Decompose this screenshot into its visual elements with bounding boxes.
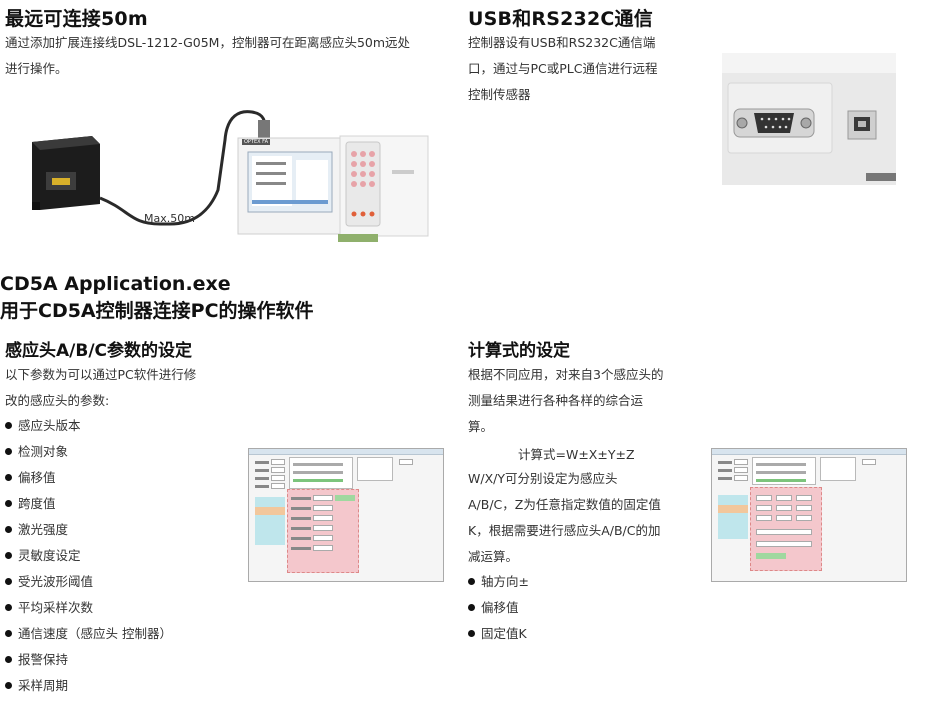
- long-distance-desc-2: 进行操作。: [5, 61, 68, 76]
- controller-icon: [237, 135, 429, 242]
- sensor-head-icon: [32, 136, 100, 210]
- params-desc-2: 改的感应头的参数:: [5, 393, 110, 408]
- calc-desc-2: 测量结果进行各种各样的综合运: [468, 393, 644, 408]
- rs232c-port-icon: [733, 108, 815, 138]
- bullet-icon: [5, 526, 12, 533]
- list-item: 轴方向±: [468, 569, 529, 595]
- comm-desc-3: 控制传感器: [468, 87, 531, 102]
- calc-list: 轴方向± 偏移值 固定值K: [468, 569, 529, 647]
- params-desc-1: 以下参数为可以通过PC软件进行修: [5, 367, 197, 382]
- list-item: 激光强度: [5, 517, 172, 543]
- section-title-comm: USB和RS232C通信: [468, 8, 653, 30]
- list-item: 固定值K: [468, 621, 529, 647]
- bullet-icon: [468, 578, 475, 585]
- long-distance-desc-1: 通过添加扩展连接线DSL-1212-G05M，控制器可在距离感应头50m远处: [5, 35, 411, 50]
- usb-port-icon: [847, 110, 877, 140]
- calc-desc2-1: W/X/Y可分别设定为感应头: [468, 471, 618, 486]
- bullet-icon: [5, 474, 12, 481]
- ports-photo: [722, 53, 896, 185]
- comm-desc-2: 口，通过与PC或PLC通信进行远程: [468, 61, 658, 76]
- software-title-line1: CD5A Application.exe: [0, 273, 231, 295]
- section-title-params: 感应头A/B/C参数的设定: [5, 341, 193, 361]
- bullet-icon: [468, 630, 475, 637]
- list-item: 采样周期: [5, 673, 172, 699]
- calc-software-screenshot: [711, 448, 907, 582]
- list-item: 偏移值: [5, 465, 172, 491]
- bullet-icon: [5, 656, 12, 663]
- bullet-icon: [5, 578, 12, 585]
- list-item: 感应头版本: [5, 413, 172, 439]
- calc-formula: 计算式=W±X±Y±Z: [518, 447, 635, 462]
- connector-icon: [258, 120, 270, 138]
- list-item: 跨度值: [5, 491, 172, 517]
- list-item: 报警保持: [5, 647, 172, 673]
- calc-desc-1: 根据不同应用，对来自3个感应头的: [468, 367, 664, 382]
- bullet-icon: [5, 422, 12, 429]
- list-item: 灵敏度设定: [5, 543, 172, 569]
- list-item: 偏移值: [468, 595, 529, 621]
- sensor-controller-illustration: [32, 110, 429, 242]
- bullet-icon: [5, 604, 12, 611]
- bullet-icon: [5, 448, 12, 455]
- bullet-icon: [5, 500, 12, 507]
- bullet-icon: [5, 630, 12, 637]
- section-title-calc: 计算式的设定: [468, 341, 570, 361]
- controller-brand-label: OPTEX FA: [242, 139, 271, 145]
- params-list: 感应头版本 检测对象 偏移值 跨度值 激光强度 灵敏度设定 受光波形阈值 平均采…: [5, 413, 172, 699]
- params-software-screenshot: [248, 448, 444, 582]
- comm-desc-1: 控制器设有USB和RS232C通信端: [468, 35, 656, 50]
- section-title-long-distance: 最远可连接50m: [5, 8, 148, 30]
- bullet-icon: [5, 552, 12, 559]
- bullet-icon: [5, 682, 12, 689]
- bullet-icon: [468, 604, 475, 611]
- calc-desc-3: 算。: [468, 419, 494, 434]
- cable-length-label: Max.50m: [144, 212, 195, 225]
- list-item: 受光波形阈值: [5, 569, 172, 595]
- software-title-line2: 用于CD5A控制器连接PC的操作软件: [0, 300, 314, 322]
- calc-desc2-2: A/B/C，Z为任意指定数值的固定值: [468, 497, 661, 512]
- list-item: 检测对象: [5, 439, 172, 465]
- list-item: 通信速度（感应头 控制器）: [5, 621, 172, 647]
- calc-desc2-4: 减运算。: [468, 549, 519, 564]
- calc-desc2-3: K，根据需要进行感应头A/B/C的加: [468, 523, 661, 538]
- list-item: 平均采样次数: [5, 595, 172, 621]
